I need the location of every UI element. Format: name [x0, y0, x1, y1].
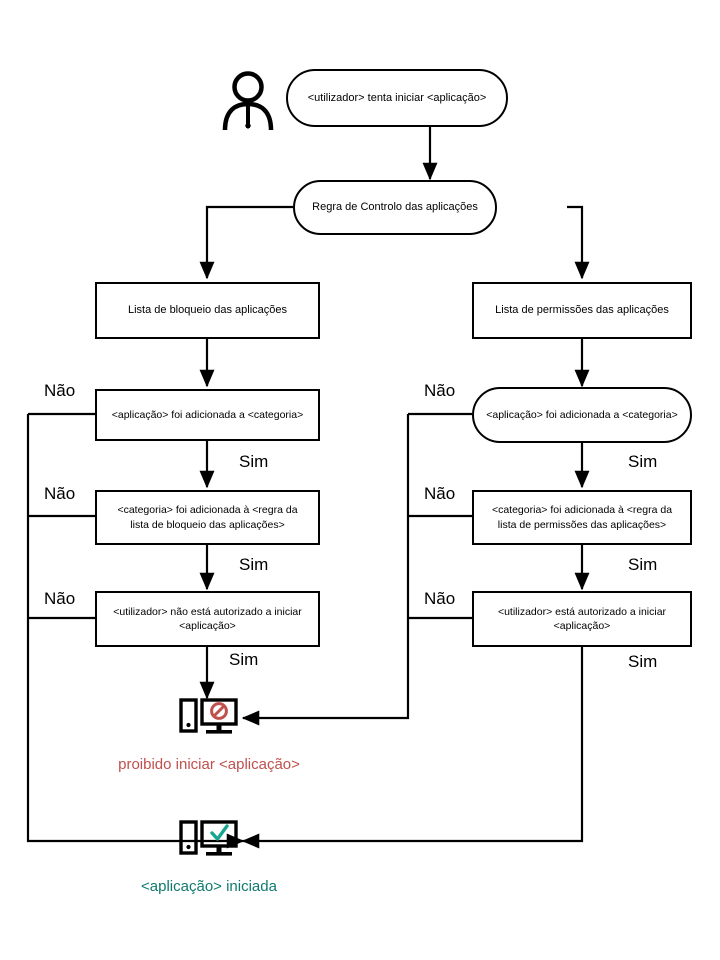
node-allow-list-label: Lista de permissões das aplicações	[495, 304, 669, 317]
node-block-list-label: Lista de bloqueio das aplicações	[127, 304, 287, 317]
node-block-category-label: <aplicação> foi adicionada a <categoria>	[111, 408, 304, 421]
edge-label-left-sim-2: Sim	[239, 555, 269, 574]
node-start[interactable]: <utilizador> tenta iniciar <aplicação>	[286, 69, 508, 127]
node-allow-category[interactable]: <aplicação> foi adicionada a <categoria>	[472, 387, 692, 443]
node-allow-user-line1: <utilizador> está autorizado a iniciar	[497, 605, 667, 618]
node-rule[interactable]: Regra de Controlo das aplicações	[293, 180, 497, 235]
node-allow-rule[interactable]: <categoria> foi adicionada à <regra da l…	[472, 490, 692, 545]
node-allow-user[interactable]: <utilizador> está autorizado a iniciar <…	[472, 591, 692, 647]
node-allow-category-label: <aplicação> foi adicionada a <categoria>	[486, 408, 678, 421]
edge-label-left-sim-1: Sim	[239, 452, 269, 471]
node-allow-rule-line1: <categoria> foi adicionada à <regra da	[491, 504, 673, 517]
node-block-list[interactable]: Lista de bloqueio das aplicações	[95, 282, 320, 339]
node-block-user-line1: <utilizador> não está autorizado a inici…	[113, 605, 302, 618]
outcome-allowed-label: <aplicação> iniciada	[141, 878, 277, 895]
node-allow-rule-line2: lista de permissões das aplicações>	[497, 518, 667, 531]
edge-label-left-sim-3: Sim	[229, 650, 259, 669]
node-allow-user-line2: <aplicação>	[553, 620, 611, 632]
outcome-denied-label: proibido iniciar <aplicação>	[118, 756, 300, 773]
edge-label-left-nao-1: Não	[44, 381, 76, 400]
outcome-allowed: <aplicação> iniciada	[141, 820, 277, 895]
edge-label-right-sim-1: Sim	[628, 452, 658, 471]
node-block-rule[interactable]: <categoria> foi adicionada à <regra da l…	[95, 490, 320, 545]
edge-label-left-nao-3: Não	[44, 589, 76, 608]
edge-label-right-nao-1: Não	[424, 381, 456, 400]
computer-blocked-icon	[179, 698, 238, 734]
edge-label-right-sim-2: Sim	[628, 555, 658, 574]
edge-label-right-sim-3: Sim	[628, 652, 658, 671]
node-block-user[interactable]: <utilizador> não está autorizado a inici…	[95, 591, 320, 647]
node-block-rule-line2: lista de bloqueio das aplicações>	[130, 518, 285, 531]
computer-allowed-icon	[179, 820, 238, 856]
edge-label-right-nao-2: Não	[424, 484, 456, 503]
outcome-denied: proibido iniciar <aplicação>	[118, 698, 300, 773]
node-block-category[interactable]: <aplicação> foi adicionada a <categoria>	[95, 389, 320, 441]
node-block-rule-line1: <categoria> foi adicionada à <regra da	[117, 504, 298, 517]
node-start-label: <utilizador> tenta iniciar <aplicação>	[307, 91, 487, 104]
edge-label-right-nao-3: Não	[424, 589, 456, 608]
node-allow-list[interactable]: Lista de permissões das aplicações	[472, 282, 692, 339]
node-rule-label: Regra de Controlo das aplicações	[312, 201, 478, 214]
edge-label-left-nao-2: Não	[44, 484, 76, 503]
node-block-user-line2: <aplicação>	[179, 620, 236, 632]
person-icon	[222, 71, 274, 130]
